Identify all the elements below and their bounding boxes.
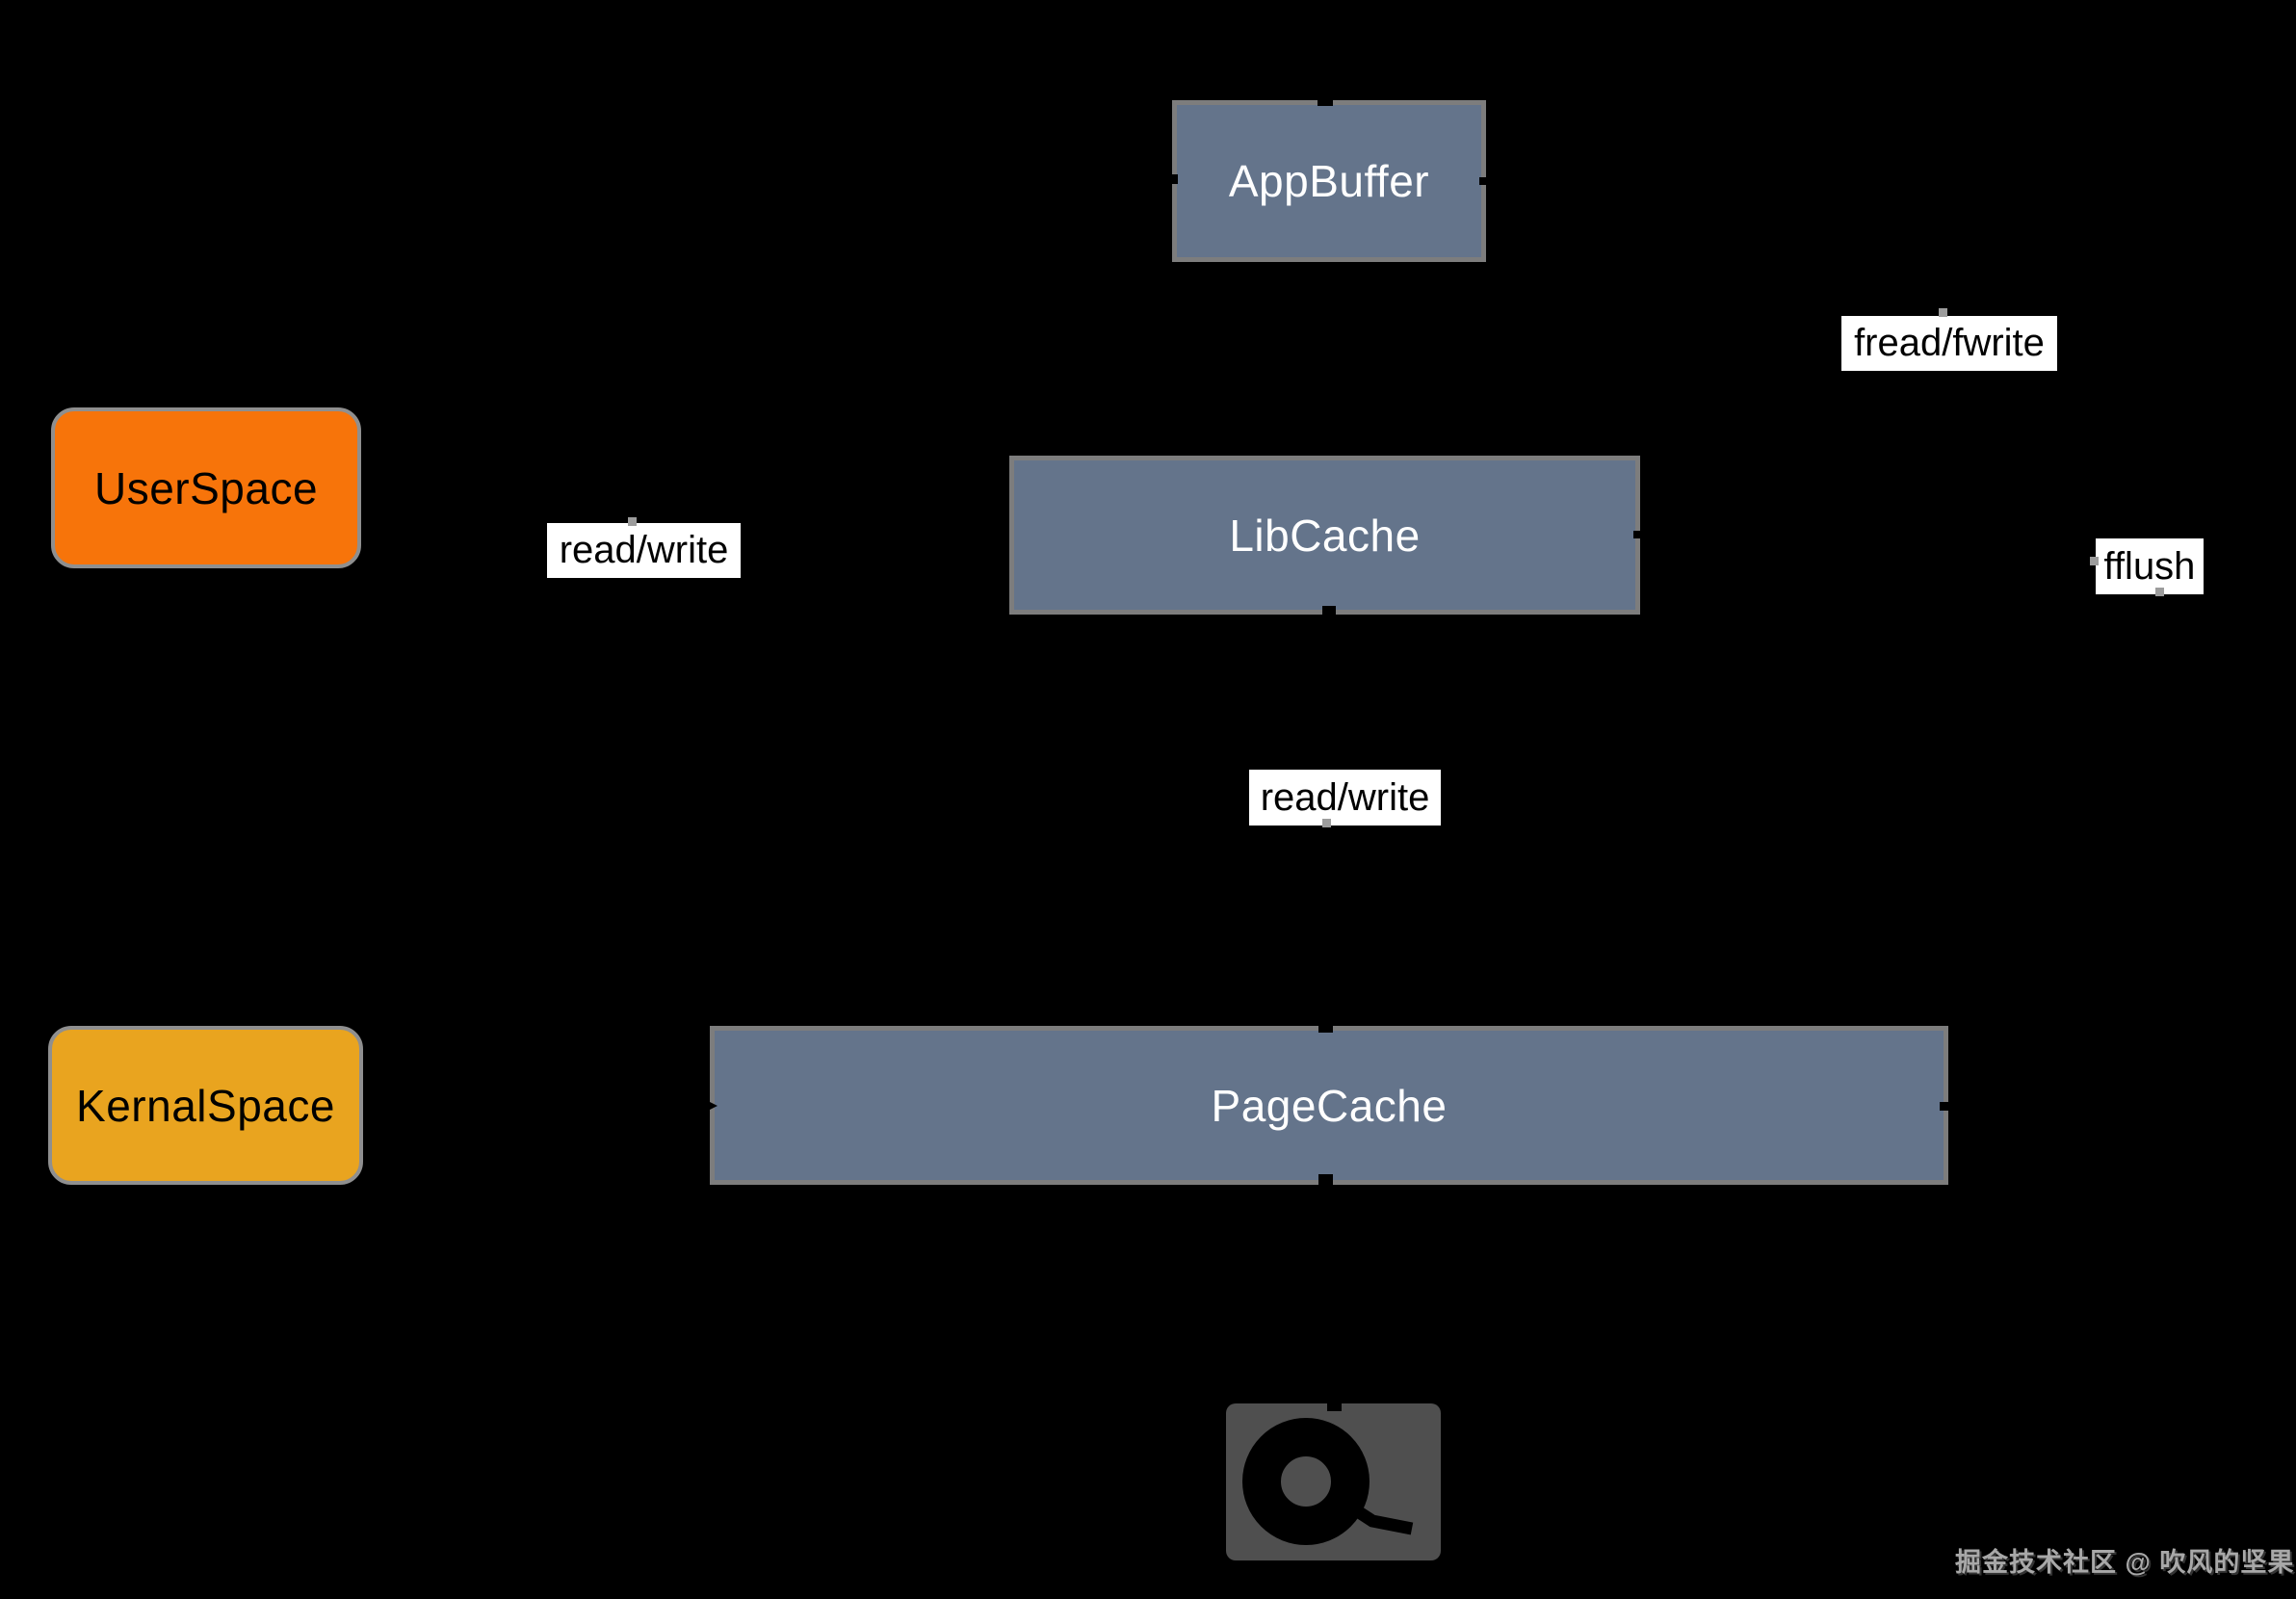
node-libcache: LibCache [1009,456,1640,615]
node-pagecache: PageCache [710,1026,1948,1185]
edge-label-fread-fwrite-text: fread/fwrite [1854,322,2045,364]
node-kernalspace-label: KernalSpace [76,1080,335,1131]
connector-notch-pagecache-bottom [1318,1174,1333,1187]
handle-dot [2155,588,2164,596]
edge-label-fread-fwrite: fread/fwrite [1841,316,2057,371]
edge-label-read-write-user: read/write [547,523,741,578]
node-libcache-label: LibCache [1229,510,1421,561]
connector-notch-libcache-right [1633,531,1644,538]
edge-label-fflush-text: fflush [2103,544,2196,588]
handle-dot [628,517,637,526]
connector-notch-pagecache-right [1940,1102,1951,1111]
arrowhead-into-pagecache [698,1096,718,1115]
edge-label-fflush: fflush [2096,538,2204,594]
connector-notch-libcache-bottom [1322,606,1336,618]
edge-label-read-write-user-text: read/write [559,529,729,571]
handle-dot [1939,308,1947,317]
connector-notch-appbuffer-right [1479,177,1490,185]
node-userspace: UserSpace [51,407,361,568]
watermark: 掘金技术社区 @ 吹风的坚果 [1955,1548,2295,1577]
node-kernalspace: KernalSpace [48,1026,363,1185]
edge-label-read-write-kernel: read/write [1249,770,1441,826]
node-userspace-label: UserSpace [93,462,319,513]
edge-label-read-write-kernel-text: read/write [1260,775,1430,819]
connector-notch-appbuffer-left [1165,174,1178,184]
node-pagecache-label: PageCache [1211,1080,1448,1131]
handle-dot [1322,819,1331,827]
node-appbuffer: AppBuffer [1172,100,1486,262]
hard-disk-icon [1226,1400,1441,1568]
handle-dot [2090,557,2099,565]
connector-notch-pagecache-top [1318,1020,1333,1033]
connector-notch-appbuffer-top [1318,92,1333,106]
node-appbuffer-label: AppBuffer [1228,156,1430,206]
